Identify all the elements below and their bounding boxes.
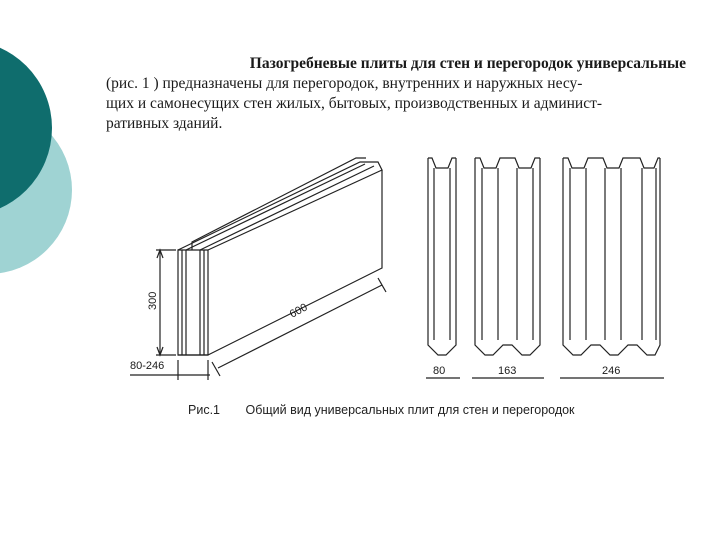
heading-title: Пазогребневые плиты для стен и перегород… [249,55,686,72]
profile-label-246: 246 [602,365,620,377]
dark-teal-circle [0,47,52,209]
heading-line-2: (рис. 1 ) предназначены для перегородок,… [106,75,583,92]
dim-thickness-label: 80-246 [130,360,164,372]
profile-163 [472,157,544,379]
heading-paragraph: Пазогребневые плиты для стен и перегород… [106,54,686,134]
decorative-circles [0,47,72,274]
profile-label-163: 163 [498,365,516,377]
heading-line-4: ративных зданий. [106,115,223,132]
figure-caption-text: Общий вид универсальных плит для стен и … [245,403,575,417]
figure-number: Рис.1 [188,403,220,417]
block-isometric-view [130,157,387,380]
dim-length-label: 600 [288,301,310,320]
profile-246 [560,157,664,379]
heading-line-3: щих и самонесущих стен жилых, бытовых, п… [106,95,603,112]
figure-caption: Рис.1 Общий вид универсальных плит для с… [188,403,648,417]
profile-label-80: 80 [433,365,445,377]
profile-80 [426,157,460,379]
block-technical-drawing: 300 600 80-246 80 163 246 [130,157,664,380]
dim-height-label: 300 [147,292,159,310]
